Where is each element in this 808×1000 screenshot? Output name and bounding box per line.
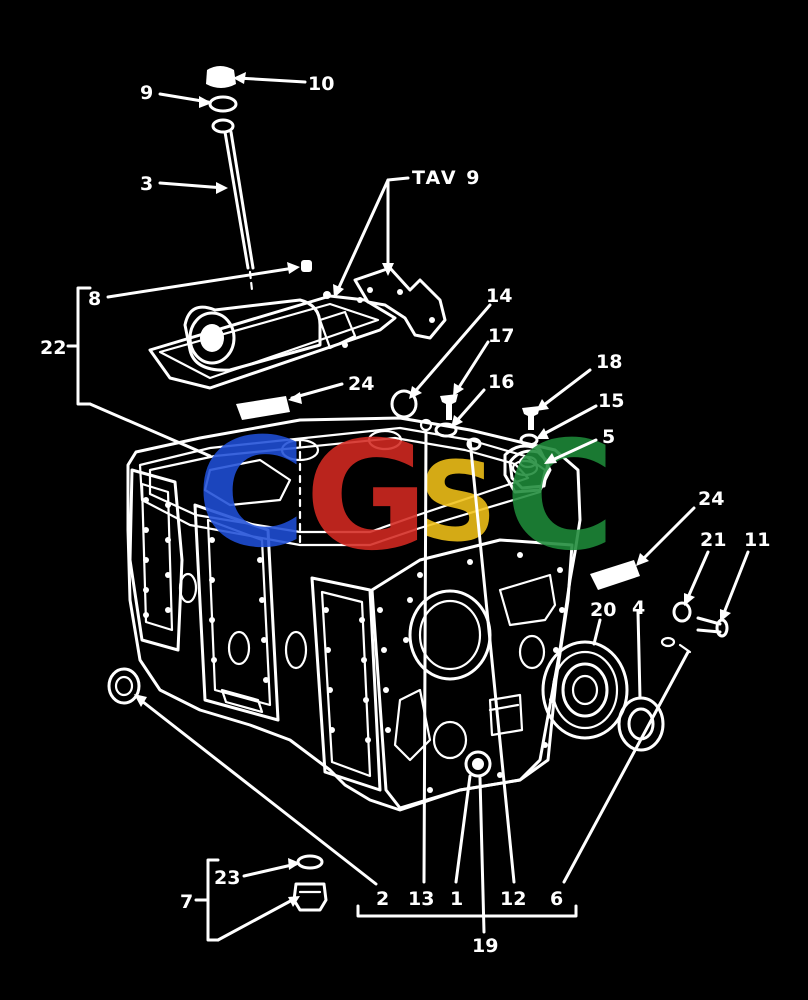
label-5: 5 xyxy=(602,426,615,448)
label-18: 18 xyxy=(596,351,622,373)
label-24-top: 24 xyxy=(348,373,374,395)
label-4: 4 xyxy=(632,597,645,619)
label-21: 21 xyxy=(700,529,726,551)
label-15: 15 xyxy=(598,390,624,412)
label-19: 19 xyxy=(472,935,498,957)
label-24-right: 24 xyxy=(698,488,724,510)
drain-plug xyxy=(464,750,492,778)
label-10: 10 xyxy=(308,73,334,95)
watermark-letter-c1: C xyxy=(196,407,306,581)
label-17: 17 xyxy=(488,325,514,347)
gasket-top xyxy=(236,396,290,420)
label-20: 20 xyxy=(590,599,616,621)
dipstick-assembly xyxy=(206,66,312,292)
large-seal xyxy=(541,640,629,740)
ref-label-tav9: TAV 9 xyxy=(412,167,481,189)
label-8: 8 xyxy=(88,288,101,310)
label-22: 22 xyxy=(40,337,66,359)
part-labels: TAV 9 10 9 3 8 22 24 14 17 16 18 15 5 24… xyxy=(40,73,770,957)
o-ring-left xyxy=(107,667,141,705)
watermark-cgsc: C G S C xyxy=(196,407,615,584)
gearbox-housing xyxy=(126,416,582,812)
cap-washer xyxy=(208,95,238,113)
small-plug xyxy=(301,260,312,272)
label-1: 1 xyxy=(450,888,463,910)
leader-lines xyxy=(66,72,750,942)
watermark-letter-c2: C xyxy=(505,410,615,584)
bolt-18 xyxy=(522,406,540,430)
label-13: 13 xyxy=(408,888,434,910)
label-11: 11 xyxy=(744,529,770,551)
label-16: 16 xyxy=(488,371,514,393)
gasket-right xyxy=(590,560,640,590)
label-2: 2 xyxy=(376,888,389,910)
label-6: 6 xyxy=(550,888,563,910)
label-3: 3 xyxy=(140,173,153,195)
watermark-letter-s: S xyxy=(418,438,497,566)
watermark-letter-g: G xyxy=(305,410,428,584)
label-12: 12 xyxy=(500,888,526,910)
label-7: 7 xyxy=(180,891,193,913)
dipstick-rod xyxy=(223,130,255,270)
label-14: 14 xyxy=(486,285,512,307)
label-9: 9 xyxy=(140,82,153,104)
cover-plug-disc xyxy=(390,389,418,419)
top-cover-assembly xyxy=(148,266,447,420)
bolt-17 xyxy=(440,394,458,420)
label-23: 23 xyxy=(214,867,240,889)
